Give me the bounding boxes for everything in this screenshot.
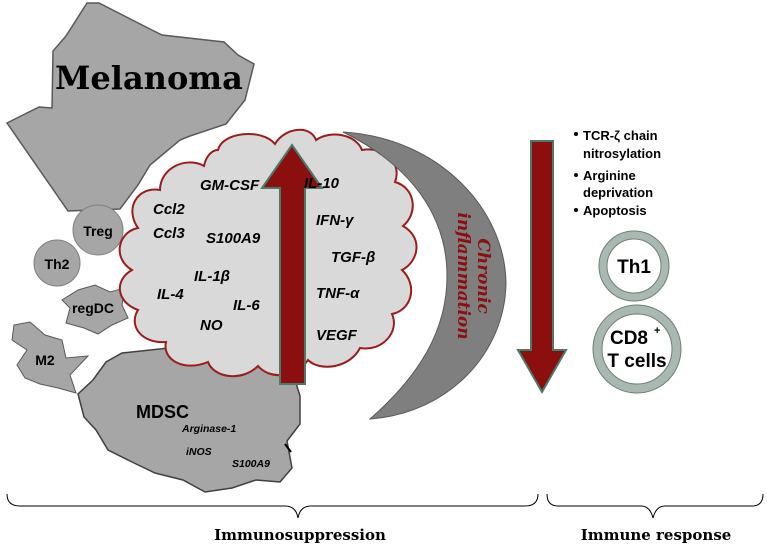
mechanism-arginine-cont: deprivation xyxy=(583,185,653,200)
treg-label: Treg xyxy=(83,223,113,239)
th2-cell xyxy=(33,239,81,287)
mdsc-mark xyxy=(284,443,292,453)
cytokine-cloud xyxy=(118,129,418,378)
cytokine-no: NO xyxy=(200,317,223,334)
immune-response-label: Immune response xyxy=(581,526,732,544)
cd8-label-line2: T cells xyxy=(607,351,666,372)
cytokine-ifng: IFN-γ xyxy=(316,212,355,229)
bullet-3 xyxy=(574,208,578,212)
cd8-label: CD8 xyxy=(610,328,648,349)
upregulation-arrow xyxy=(260,143,324,385)
regdc-label: regDC xyxy=(72,300,114,316)
melanoma-title: Melanoma xyxy=(55,59,243,97)
mechanism-arginine: Arginine xyxy=(583,168,636,183)
crescent-label-line1: Chronic xyxy=(473,238,493,314)
immunosuppression-brace xyxy=(6,493,539,519)
treg-cell xyxy=(72,204,124,256)
bullet-2 xyxy=(574,173,578,177)
mechanism-tcr: TCR-ζ chain xyxy=(583,128,658,143)
cd8-superscript: + xyxy=(654,325,660,337)
cytokine-ccl3: Ccl3 xyxy=(153,225,185,242)
chronic-inflammation-crescent xyxy=(342,131,507,420)
th1-label: Th1 xyxy=(617,257,651,278)
cytokine-il6: IL-6 xyxy=(233,297,260,314)
bullet-1 xyxy=(574,132,578,136)
m2-label: M2 xyxy=(35,352,55,368)
mdsc-marker-inos: iNOS xyxy=(186,446,212,458)
m2-cell xyxy=(11,321,90,394)
cytokine-tgfb: TGF-β xyxy=(331,249,375,266)
melanoma-shape xyxy=(5,2,255,212)
crescent-label-line2: inflammation xyxy=(453,212,473,339)
mechanism-tcr-cont: nitrosylation xyxy=(583,146,661,161)
cytokine-ccl2: Ccl2 xyxy=(153,201,185,218)
regdc-cell xyxy=(61,284,129,335)
th1-cell-inner xyxy=(606,238,662,294)
cytokine-vegf: VEGF xyxy=(316,327,358,344)
mechanism-apoptosis: Apoptosis xyxy=(583,203,647,218)
cytokine-s100a9: S100A9 xyxy=(206,230,261,247)
mdsc-marker-arginase: Arginase-1 xyxy=(181,423,236,435)
cytokine-il10: IL-10 xyxy=(304,175,340,192)
cytokine-il1b: IL-1β xyxy=(194,268,230,285)
cd8-cell-inner xyxy=(601,313,673,385)
immune-response-brace xyxy=(546,493,764,519)
th2-label: Th2 xyxy=(45,256,70,272)
immunosuppression-label: Immunosuppression xyxy=(214,526,386,544)
cytokine-il4: IL-4 xyxy=(157,286,184,303)
cytokine-tnfa: TNF-α xyxy=(316,285,360,302)
downregulation-arrow xyxy=(516,140,568,395)
cytokine-gmcsf: GM-CSF xyxy=(200,177,260,194)
mdsc-label: MDSC xyxy=(136,402,189,422)
mdsc-marker-s100a9: S100A9 xyxy=(232,458,270,470)
